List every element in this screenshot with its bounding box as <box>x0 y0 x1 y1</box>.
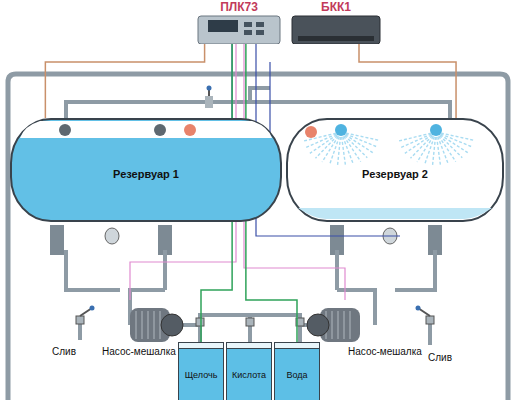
part-label: Насос-мешалка <box>348 346 422 357</box>
part-label: Насос-мешалка <box>102 346 176 357</box>
pump-symbol <box>130 308 360 342</box>
tank-box: Резервуар 1 <box>10 118 282 222</box>
node-label: Резервуар 1 <box>10 118 282 180</box>
tank-box: Резервуар 2 <box>286 118 504 222</box>
node-label: Резервуар 2 <box>286 118 504 180</box>
chemical-tank: Кислота <box>226 342 272 400</box>
controller-box: ПЛК73 <box>196 0 282 44</box>
controller-box: БКК1 <box>290 0 382 44</box>
part-label: Слив <box>428 352 452 363</box>
node-label: Вода <box>274 342 320 380</box>
signal-wire <box>45 44 204 118</box>
node-label: ПЛК73 <box>196 0 282 15</box>
chemical-tank: Вода <box>274 342 320 400</box>
part-label: Слив <box>52 346 76 357</box>
node-label: БКК1 <box>290 0 382 15</box>
node-label: Кислота <box>226 342 272 380</box>
node-label: Щелочь <box>178 342 224 380</box>
chemical-tank: Щелочь <box>178 342 224 400</box>
signal-wire <box>359 44 456 118</box>
